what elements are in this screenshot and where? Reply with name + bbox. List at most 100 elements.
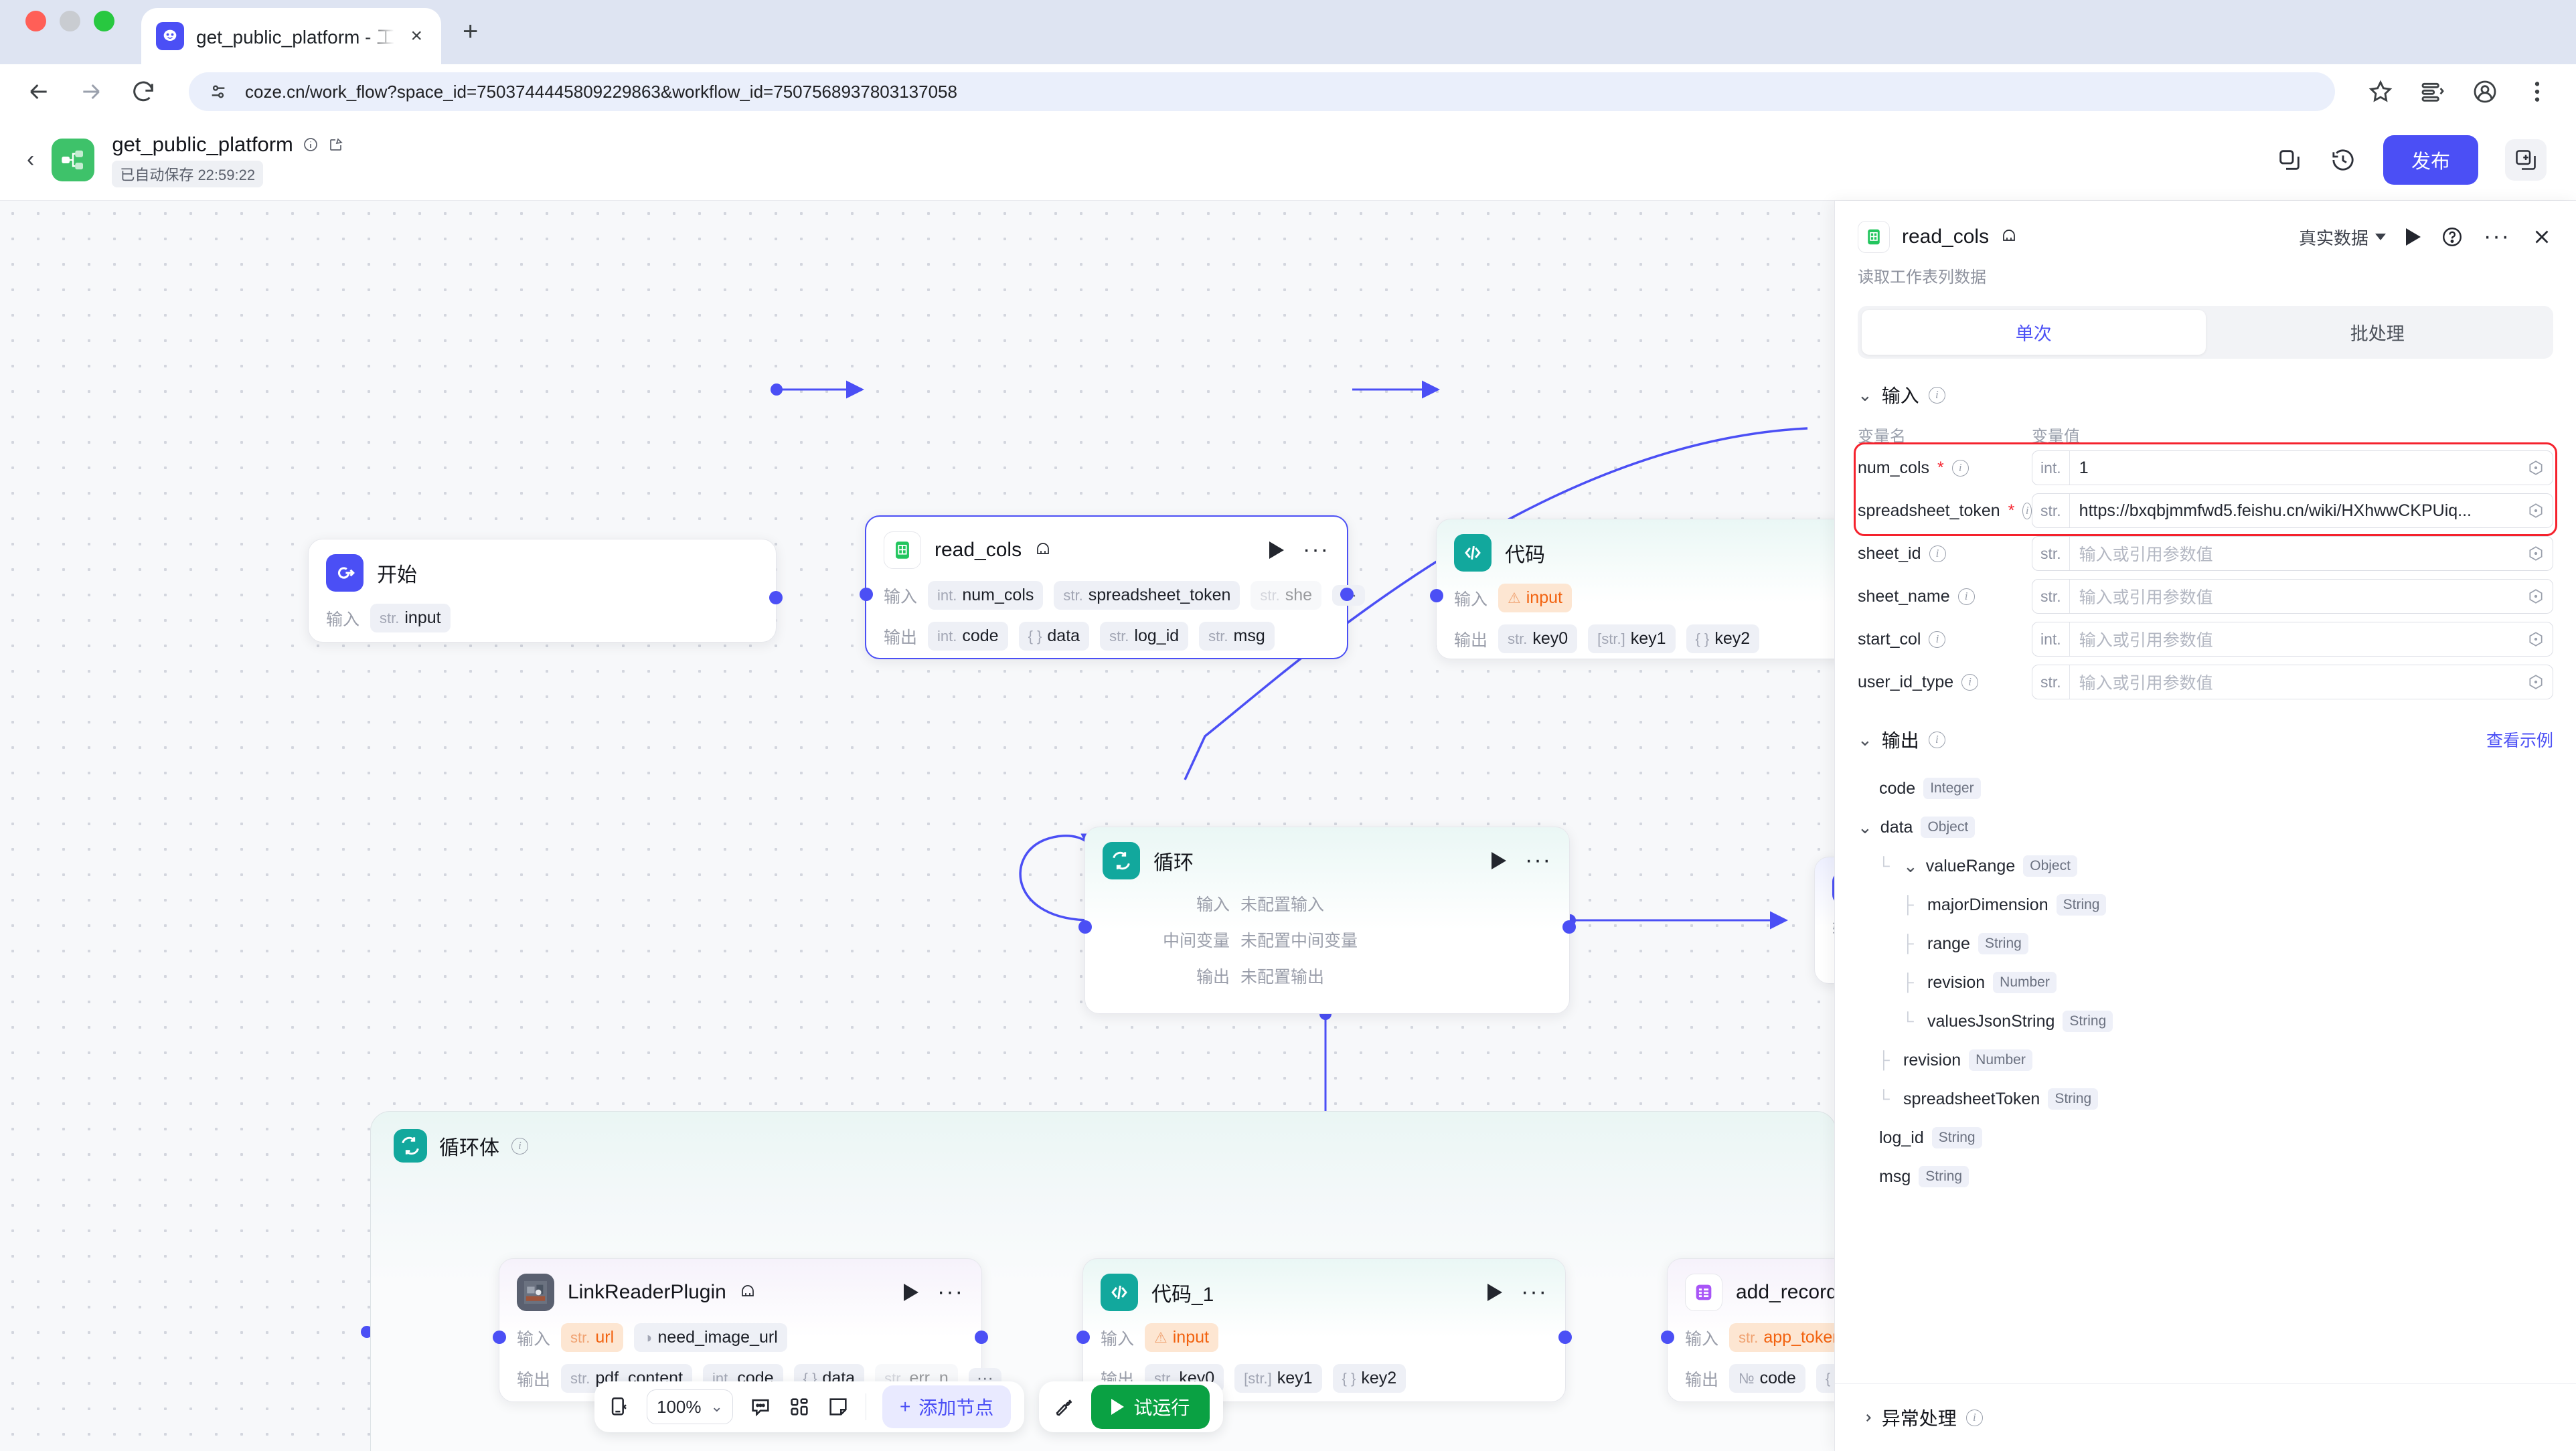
- node-more-icon[interactable]: ···: [1303, 537, 1330, 563]
- input-port[interactable]: [1661, 1330, 1674, 1344]
- io-chip[interactable]: { }key2: [1332, 1364, 1406, 1393]
- comment-icon[interactable]: [749, 1395, 772, 1418]
- tree-node[interactable]: log_id String: [1858, 1118, 2553, 1157]
- param-row-num-cols[interactable]: num_cols* i int. 1: [1858, 446, 2553, 489]
- io-chip[interactable]: [str.]key1: [1588, 624, 1676, 653]
- view-example-link[interactable]: 查看示例: [2486, 732, 2553, 750]
- io-chip[interactable]: str.log_id: [1100, 622, 1189, 651]
- info-icon[interactable]: i: [1957, 588, 1975, 605]
- io-chip-warning[interactable]: str.app_token: [1729, 1323, 1852, 1352]
- info-icon[interactable]: i: [1928, 731, 1945, 748]
- input-port[interactable]: [1430, 589, 1443, 602]
- site-settings-icon[interactable]: [208, 81, 229, 102]
- window-controls[interactable]: [25, 0, 114, 64]
- io-chip[interactable]: str.input: [370, 604, 451, 632]
- info-icon[interactable]: i: [1961, 673, 1979, 691]
- io-chip[interactable]: str.msg: [1199, 622, 1275, 651]
- add-node-button[interactable]: + 添加节点: [882, 1385, 1012, 1428]
- run-node-button[interactable]: [2406, 228, 2421, 246]
- io-chip-warning[interactable]: str.url: [561, 1323, 624, 1352]
- io-chip-warning[interactable]: ⚠input: [1145, 1323, 1218, 1352]
- reference-picker-icon[interactable]: [2527, 502, 2553, 519]
- output-port[interactable]: [769, 590, 783, 604]
- viewport-icon[interactable]: [608, 1395, 631, 1418]
- param-row-start-col[interactable]: start_col i int. 输入或引用参数值: [1858, 618, 2553, 661]
- panel-more-icon[interactable]: ···: [2484, 224, 2510, 250]
- param-value[interactable]: 输入或引用参数值: [2079, 631, 2213, 650]
- output-port[interactable]: [1340, 587, 1354, 601]
- param-value[interactable]: 输入或引用参数值: [2079, 588, 2213, 607]
- reference-picker-icon[interactable]: [2527, 459, 2553, 477]
- output-port[interactable]: [1558, 1330, 1572, 1344]
- publish-button[interactable]: 发布: [2383, 135, 2478, 185]
- zoom-selector[interactable]: 100% ⌄: [647, 1389, 733, 1424]
- run-node-button[interactable]: [1487, 1284, 1503, 1301]
- param-row-sheet-name[interactable]: sheet_name i str. 输入或引用参数值: [1858, 575, 2553, 618]
- io-chip[interactable]: str.spreadsheet_token: [1054, 581, 1240, 610]
- edit-icon[interactable]: [328, 137, 344, 153]
- info-icon[interactable]: [303, 137, 319, 153]
- tree-node[interactable]: └ valuesJsonString String: [1858, 1002, 2553, 1041]
- new-tab-button[interactable]: +: [463, 17, 479, 46]
- run-node-button[interactable]: [1492, 852, 1507, 869]
- param-row-user-id-type[interactable]: user_id_type i str. 输入或引用参数值: [1858, 661, 2553, 703]
- io-chip-warning[interactable]: ⚠input: [1498, 584, 1572, 612]
- data-mode-selector[interactable]: 真实数据: [2299, 225, 2387, 250]
- info-icon[interactable]: i: [2022, 502, 2032, 519]
- close-icon[interactable]: [2530, 226, 2553, 248]
- tree-node[interactable]: code Integer: [1858, 769, 2553, 808]
- input-port[interactable]: [860, 587, 873, 601]
- tree-node[interactable]: msg String: [1858, 1157, 2553, 1196]
- tab-batch[interactable]: 批处理: [2350, 324, 2405, 344]
- history-icon[interactable]: [2330, 147, 2356, 173]
- reference-picker-icon[interactable]: [2527, 630, 2553, 648]
- output-port[interactable]: [1562, 920, 1576, 934]
- param-value[interactable]: 输入或引用参数值: [2079, 674, 2213, 693]
- tree-node[interactable]: ⌄ data Object: [1858, 808, 2553, 847]
- tree-node[interactable]: ├ revision Number: [1858, 1041, 2553, 1080]
- info-icon[interactable]: i: [1965, 1409, 1983, 1426]
- param-input-field[interactable]: str. 输入或引用参数值: [2032, 665, 2553, 699]
- exception-section-header[interactable]: ⌄ 异常处理 i: [1835, 1383, 2576, 1451]
- browser-tab[interactable]: get_public_platform - 工作流 ×: [141, 8, 441, 64]
- param-value[interactable]: 1: [2079, 458, 2089, 477]
- param-row-spreadsheet-token[interactable]: spreadsheet_token* i str. https://bxqbjm…: [1858, 489, 2553, 532]
- reference-picker-icon[interactable]: [2527, 588, 2553, 605]
- back-to-workspace-button[interactable]: ‹: [27, 147, 35, 172]
- kebab-menu-icon[interactable]: [2522, 77, 2552, 106]
- tree-node[interactable]: └ ⌄ valueRange Object: [1858, 847, 2553, 885]
- info-icon[interactable]: i: [511, 1137, 528, 1155]
- tree-node[interactable]: ├ revision Number: [1858, 963, 2553, 1002]
- io-chip[interactable]: int.num_cols: [928, 581, 1044, 610]
- param-input-field[interactable]: str. https://bxqbjmmfwd5.feishu.cn/wiki/…: [2032, 493, 2553, 528]
- reference-picker-icon[interactable]: [2527, 673, 2553, 691]
- node-loop[interactable]: 循环 ··· 输入 未配置输入 中间变量 未配置中间变量 输出 未配置输出: [1078, 827, 1576, 1014]
- param-input-field[interactable]: str. 输入或引用参数值: [2032, 536, 2553, 571]
- tab-single[interactable]: 单次: [1862, 310, 2206, 355]
- reference-picker-icon[interactable]: [2527, 545, 2553, 562]
- duplicate-icon[interactable]: [2505, 139, 2547, 181]
- info-icon[interactable]: i: [1929, 545, 1946, 562]
- info-icon[interactable]: i: [1928, 386, 1945, 404]
- node-code[interactable]: 代码 输入 ⚠input 输出 str.key0 [str.]key1 { }k…: [1430, 519, 1864, 659]
- param-value[interactable]: 输入或引用参数值: [2079, 545, 2213, 564]
- chevron-down-icon[interactable]: ⌄: [1858, 384, 1872, 405]
- star-icon[interactable]: [2366, 77, 2395, 106]
- node-start[interactable]: 开始 输入 str.input: [308, 539, 783, 643]
- io-chip[interactable]: ◑need_image_url: [634, 1323, 787, 1352]
- io-chip[interactable]: { }key2: [1686, 624, 1760, 653]
- param-value[interactable]: https://bxqbjmmfwd5.feishu.cn/wiki/HXhww…: [2079, 501, 2472, 520]
- param-row-sheet-id[interactable]: sheet_id i str. 输入或引用参数值: [1858, 532, 2553, 575]
- minimize-window-button[interactable]: [60, 10, 80, 31]
- io-chip[interactable]: { }data: [1018, 622, 1090, 651]
- io-chip[interactable]: str.key0: [1498, 624, 1578, 653]
- close-window-button[interactable]: [25, 10, 46, 31]
- input-port[interactable]: [1076, 1330, 1090, 1344]
- param-input-field[interactable]: int. 1: [2032, 450, 2553, 485]
- copy-link-icon[interactable]: [2276, 147, 2303, 173]
- node-more-icon[interactable]: ···: [1521, 1279, 1548, 1305]
- input-port[interactable]: [493, 1330, 506, 1344]
- node-more-icon[interactable]: ···: [1525, 847, 1552, 873]
- node-more-icon[interactable]: ···: [937, 1279, 964, 1305]
